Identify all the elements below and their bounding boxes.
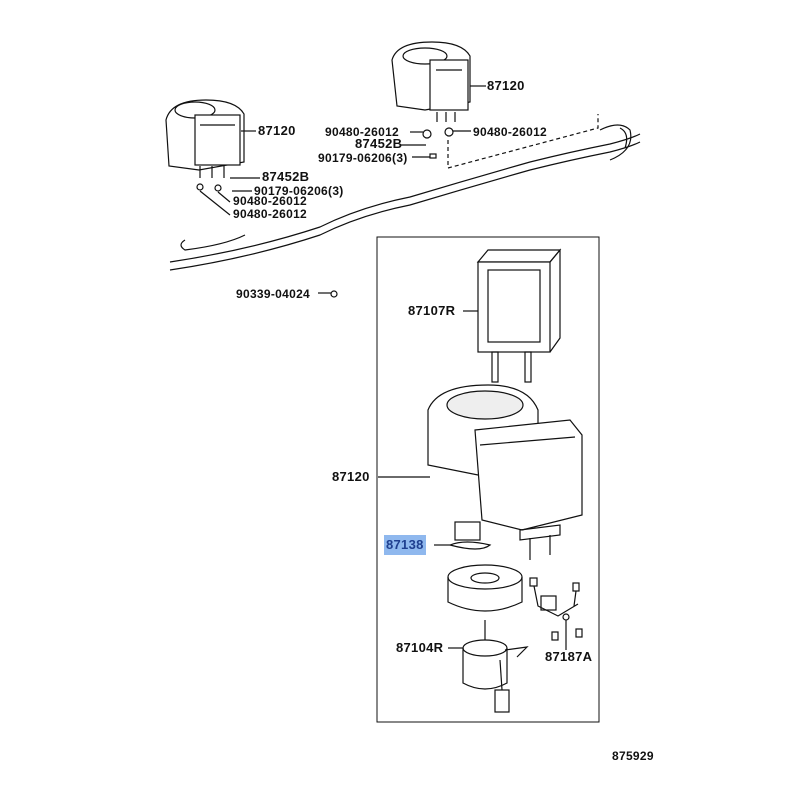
fan-drawing [447, 564, 523, 612]
clip-drawing [330, 290, 338, 298]
label-left-screw[interactable]: 90179-06206(3) [254, 184, 344, 198]
blower-housing-drawing [378, 384, 583, 560]
diagram-number: 875929 [612, 749, 654, 763]
label-top-bracket[interactable]: 87452B [355, 136, 403, 151]
label-blower-assembly[interactable]: 87120 [332, 469, 370, 484]
top-fasteners-drawing [400, 114, 599, 169]
label-top-grommet-right[interactable]: 90480-26012 [473, 125, 548, 139]
wire-harness-drawing [529, 577, 583, 650]
label-top-unit[interactable]: 87120 [487, 78, 525, 93]
label-resistor-highlighted[interactable]: 87138 [384, 535, 426, 555]
label-top-screw[interactable]: 90179-06206(3) [318, 151, 408, 165]
resistor-drawing [434, 521, 492, 550]
top-blower-unit-drawing [391, 41, 486, 122]
motor-drawing [448, 620, 529, 713]
label-left-grommet-2[interactable]: 90480-26012 [233, 207, 308, 221]
heater-pipes-drawing [169, 124, 641, 271]
label-clip[interactable]: 90339-04024 [236, 287, 311, 301]
heater-core-drawing [463, 248, 562, 383]
label-heater-core[interactable]: 87107R [408, 303, 456, 318]
label-left-grommet-1[interactable]: 90480-26012 [233, 194, 308, 208]
left-blower-unit-drawing [165, 99, 260, 216]
label-left-bracket[interactable]: 87452B [262, 169, 310, 184]
label-wire-harness[interactable]: 87187A [545, 649, 593, 664]
assembly-frame [376, 236, 600, 723]
label-left-unit[interactable]: 87120 [258, 123, 296, 138]
label-top-grommet-left[interactable]: 90480-26012 [325, 125, 400, 139]
label-motor[interactable]: 87104R [396, 640, 444, 655]
